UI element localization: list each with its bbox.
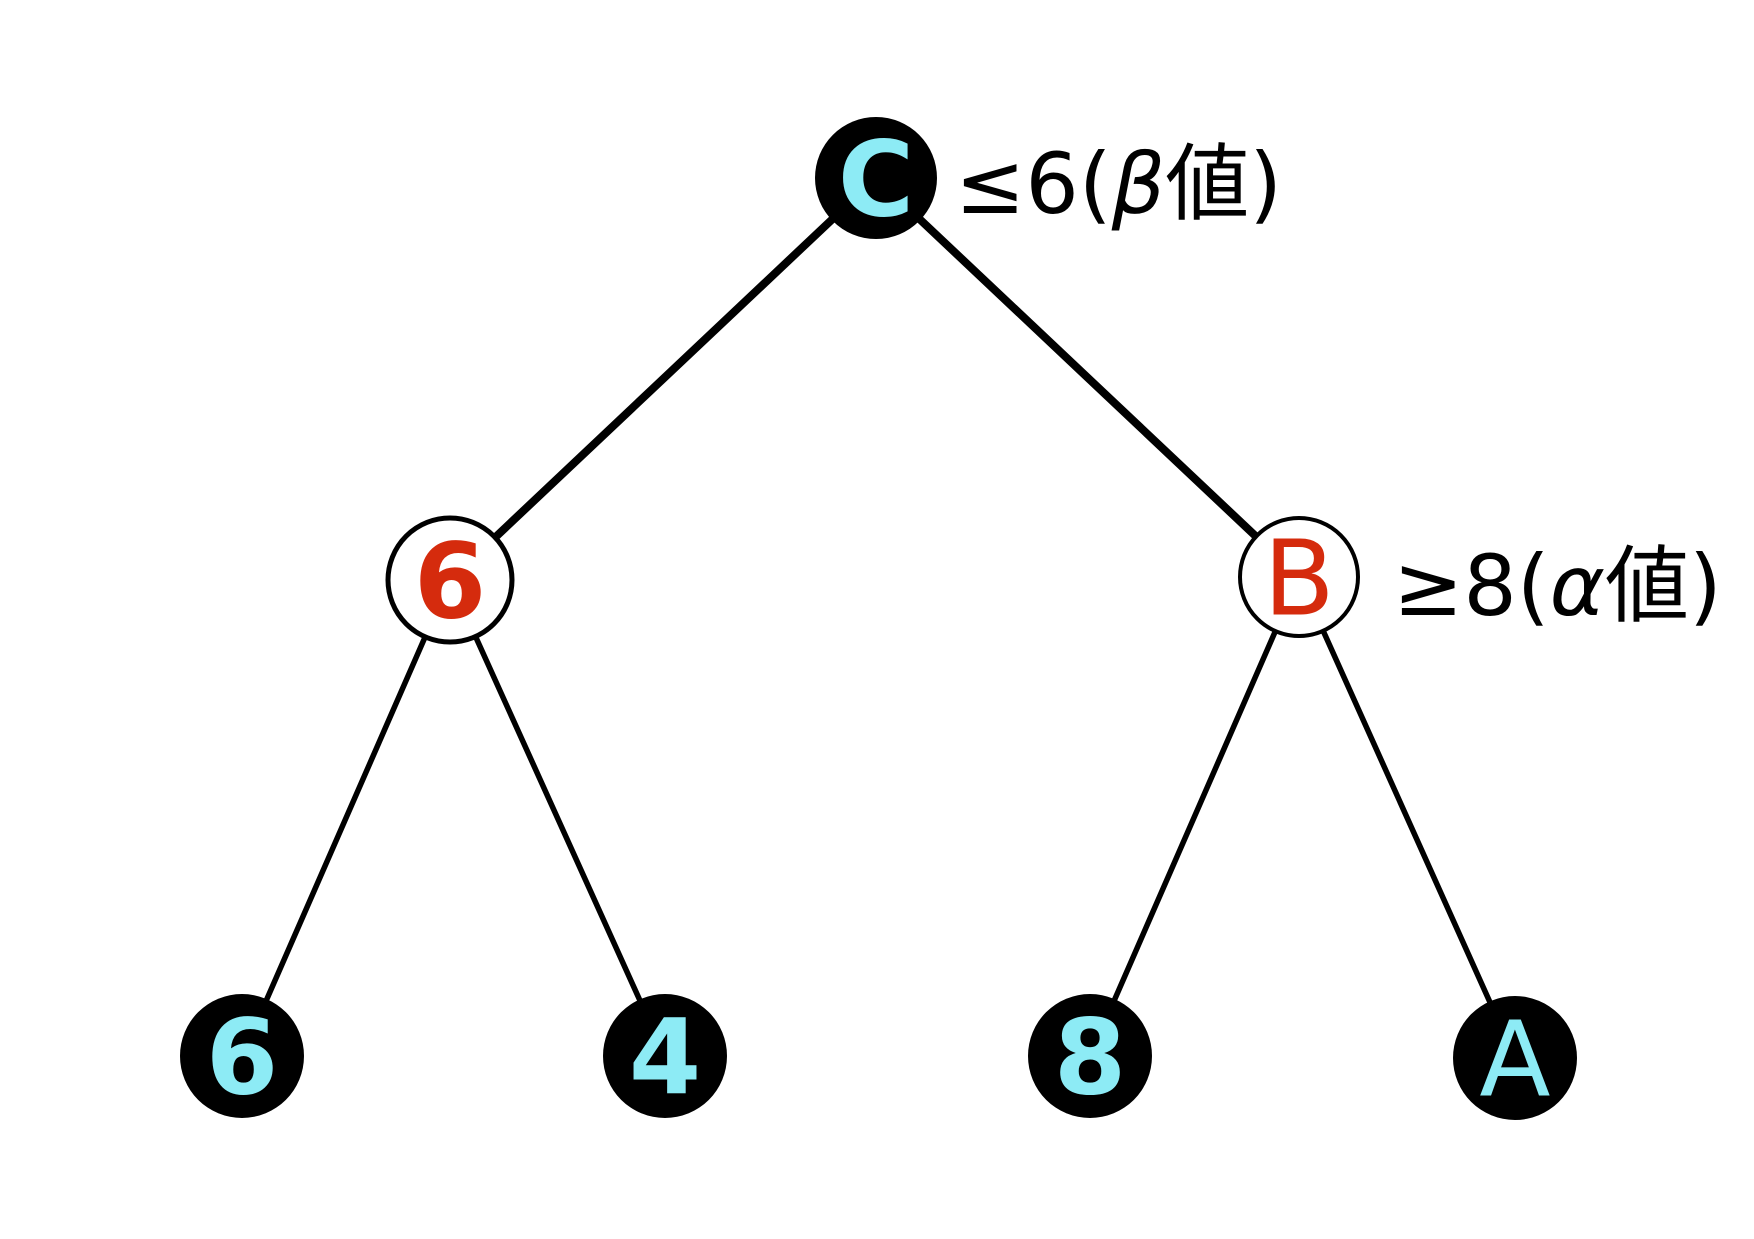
node-internal-right: B	[1238, 516, 1360, 639]
node-internal-right-label: B	[1263, 517, 1334, 639]
annotation-beta-prefix: ≤6(	[955, 135, 1112, 233]
node-leaf-8: 8	[1028, 994, 1152, 1118]
node-internal-left: 6	[385, 515, 515, 645]
node-leaf-6-circle	[180, 994, 304, 1118]
node-leaf-A: A	[1453, 996, 1577, 1120]
edge-right-internal-to-leaf-8	[1087, 574, 1302, 1059]
edge-left-internal-to-leaf-4	[447, 577, 668, 1059]
node-leaf-A-label: A	[1479, 998, 1550, 1120]
node-root: C	[815, 117, 937, 240]
node-internal-left-circle	[385, 515, 515, 645]
edge-root-to-left-internal	[446, 174, 880, 584]
annotation-alpha-greek: α	[1550, 537, 1605, 635]
annotation-alpha-prefix: ≥8(	[1393, 537, 1550, 635]
annotation-beta-value: ≤6(β値)	[955, 135, 1282, 233]
node-root-circle	[815, 117, 937, 239]
node-leaf-4-label: 4	[629, 996, 701, 1118]
node-leaf-A-circle	[1453, 996, 1577, 1120]
node-leaf-8-label: 8	[1054, 996, 1126, 1118]
node-leaf-4: 4	[603, 994, 727, 1118]
node-internal-left-label: 6	[414, 520, 486, 642]
node-leaf-6: 6	[180, 994, 304, 1118]
annotation-alpha-value: ≥8(α値)	[1393, 537, 1722, 635]
node-leaf-8-circle	[1028, 994, 1152, 1118]
annotation-alpha-suffix: 値)	[1605, 537, 1722, 635]
node-root-label: C	[838, 118, 914, 240]
node-leaf-6-label: 6	[206, 996, 278, 1118]
annotation-beta-suffix: 値)	[1165, 135, 1282, 233]
edge-root-to-right-internal	[872, 174, 1303, 581]
node-internal-right-circle	[1238, 516, 1360, 638]
edge-left-internal-to-leaf-6	[239, 577, 453, 1059]
tree-edges	[239, 174, 1518, 1061]
annotation-beta-greek: β	[1111, 135, 1166, 233]
node-leaf-4-circle	[603, 994, 727, 1118]
edge-right-internal-to-leaf-A	[1296, 574, 1518, 1061]
